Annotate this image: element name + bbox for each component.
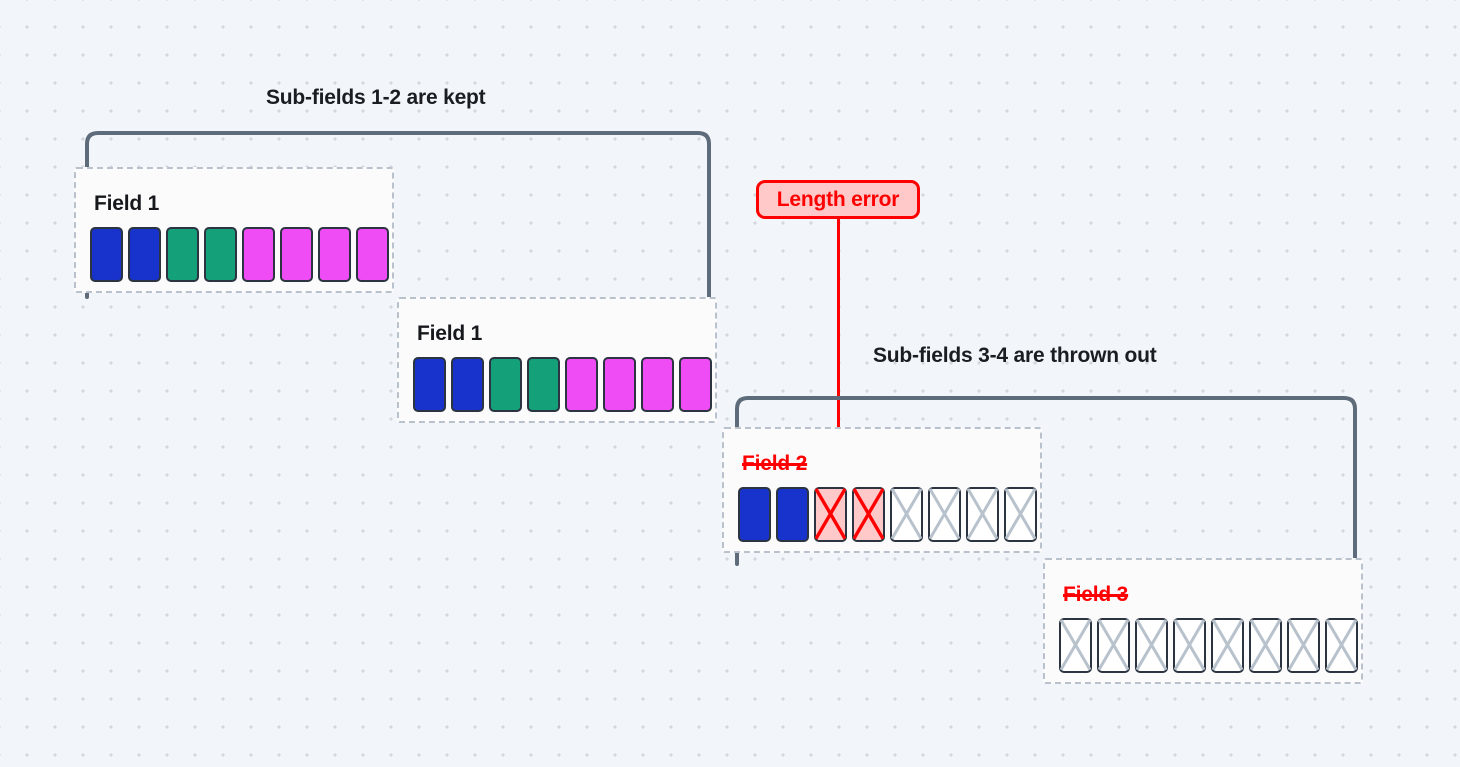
- gray-x-icon: [1212, 619, 1243, 671]
- sub-field-block: [413, 357, 446, 412]
- gray-x-icon: [1098, 619, 1129, 671]
- gray-x-icon: [1250, 619, 1281, 671]
- sub-field-block: [1325, 618, 1358, 673]
- sub-field-block: [356, 227, 389, 282]
- sub-field-block: [641, 357, 674, 412]
- caption-sub-fields-kept: Sub-fields 1-2 are kept: [266, 86, 486, 109]
- sub-field-block: [603, 357, 636, 412]
- sub-field-blocks-field-1-b: [413, 357, 712, 412]
- sub-field-block: [451, 357, 484, 412]
- gray-x-icon: [1326, 619, 1357, 671]
- sub-field-block: [776, 487, 809, 542]
- sub-field-block: [738, 487, 771, 542]
- sub-field-block: [1211, 618, 1244, 673]
- field-group-field-3: Field 3: [1043, 558, 1363, 684]
- gray-x-icon: [929, 488, 960, 540]
- sub-field-block: [565, 357, 598, 412]
- sub-field-block: [814, 487, 847, 542]
- sub-field-block: [1249, 618, 1282, 673]
- sub-field-block: [90, 227, 123, 282]
- gray-x-icon: [891, 488, 922, 540]
- gray-x-icon: [1136, 619, 1167, 671]
- sub-field-block: [890, 487, 923, 542]
- sub-field-block: [1004, 487, 1037, 542]
- field-group-field-2: Field 2: [722, 427, 1042, 553]
- length-error-label: Length error: [776, 187, 900, 211]
- gray-x-icon: [1060, 619, 1091, 671]
- gray-x-icon: [967, 488, 998, 540]
- field-group-field-1-b: Field 1: [397, 297, 717, 423]
- length-error-callout: Length error: [756, 180, 920, 219]
- gray-x-icon: [1288, 619, 1319, 671]
- sub-field-block: [527, 357, 560, 412]
- gray-x-icon: [1005, 488, 1036, 540]
- red-x-icon: [853, 488, 884, 540]
- field-label-field-1-b: Field 1: [417, 322, 483, 345]
- bracket-thrown-out: [734, 395, 1358, 567]
- length-error-pointer-line: [837, 218, 840, 503]
- sub-field-block: [1135, 618, 1168, 673]
- sub-field-block: [128, 227, 161, 282]
- sub-field-block: [280, 227, 313, 282]
- field-label-field-1-a: Field 1: [94, 192, 160, 215]
- sub-field-blocks-field-2: [738, 487, 1037, 542]
- sub-field-blocks-field-3: [1059, 618, 1358, 673]
- red-x-icon: [815, 488, 846, 540]
- field-label-field-2: Field 2: [742, 452, 808, 475]
- sub-field-blocks-field-1-a: [90, 227, 389, 282]
- sub-field-block: [679, 357, 712, 412]
- sub-field-block: [242, 227, 275, 282]
- sub-field-block: [204, 227, 237, 282]
- sub-field-block: [1287, 618, 1320, 673]
- field-label-field-3: Field 3: [1063, 583, 1129, 606]
- gray-x-icon: [1174, 619, 1205, 671]
- sub-field-block: [928, 487, 961, 542]
- sub-field-block: [489, 357, 522, 412]
- bracket-kept: [84, 130, 712, 300]
- sub-field-block: [166, 227, 199, 282]
- sub-field-block: [966, 487, 999, 542]
- field-group-field-1-a: Field 1: [74, 167, 394, 293]
- sub-field-block: [1173, 618, 1206, 673]
- sub-field-block: [1097, 618, 1130, 673]
- sub-field-block: [852, 487, 885, 542]
- sub-field-block: [1059, 618, 1092, 673]
- sub-field-block: [318, 227, 351, 282]
- caption-sub-fields-thrown-out: Sub-fields 3-4 are thrown out: [873, 344, 1157, 367]
